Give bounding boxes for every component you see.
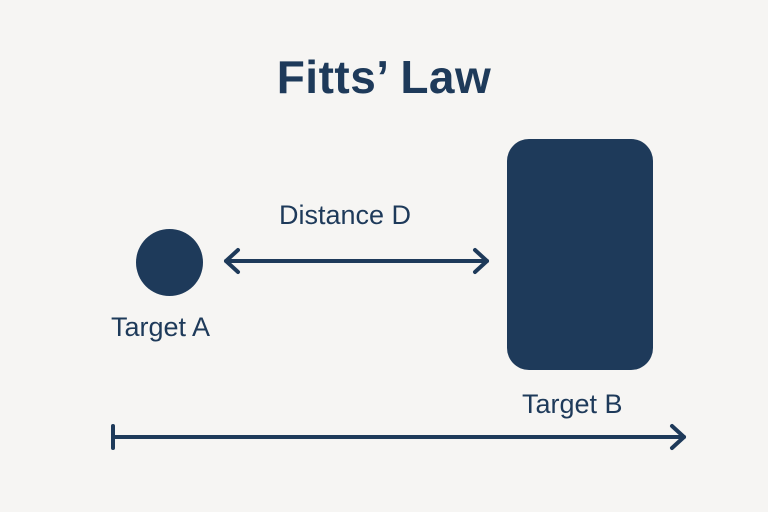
distance-arrow xyxy=(224,248,489,274)
target-b-label: Target B xyxy=(522,389,623,419)
target-a-circle xyxy=(136,229,203,296)
target-b-rectangle xyxy=(507,139,653,370)
axis-arrow xyxy=(111,424,686,450)
diagram-title: Fitts’ Law xyxy=(276,51,492,103)
distance-label: Distance D xyxy=(279,200,412,230)
target-a-label: Target A xyxy=(111,312,211,342)
